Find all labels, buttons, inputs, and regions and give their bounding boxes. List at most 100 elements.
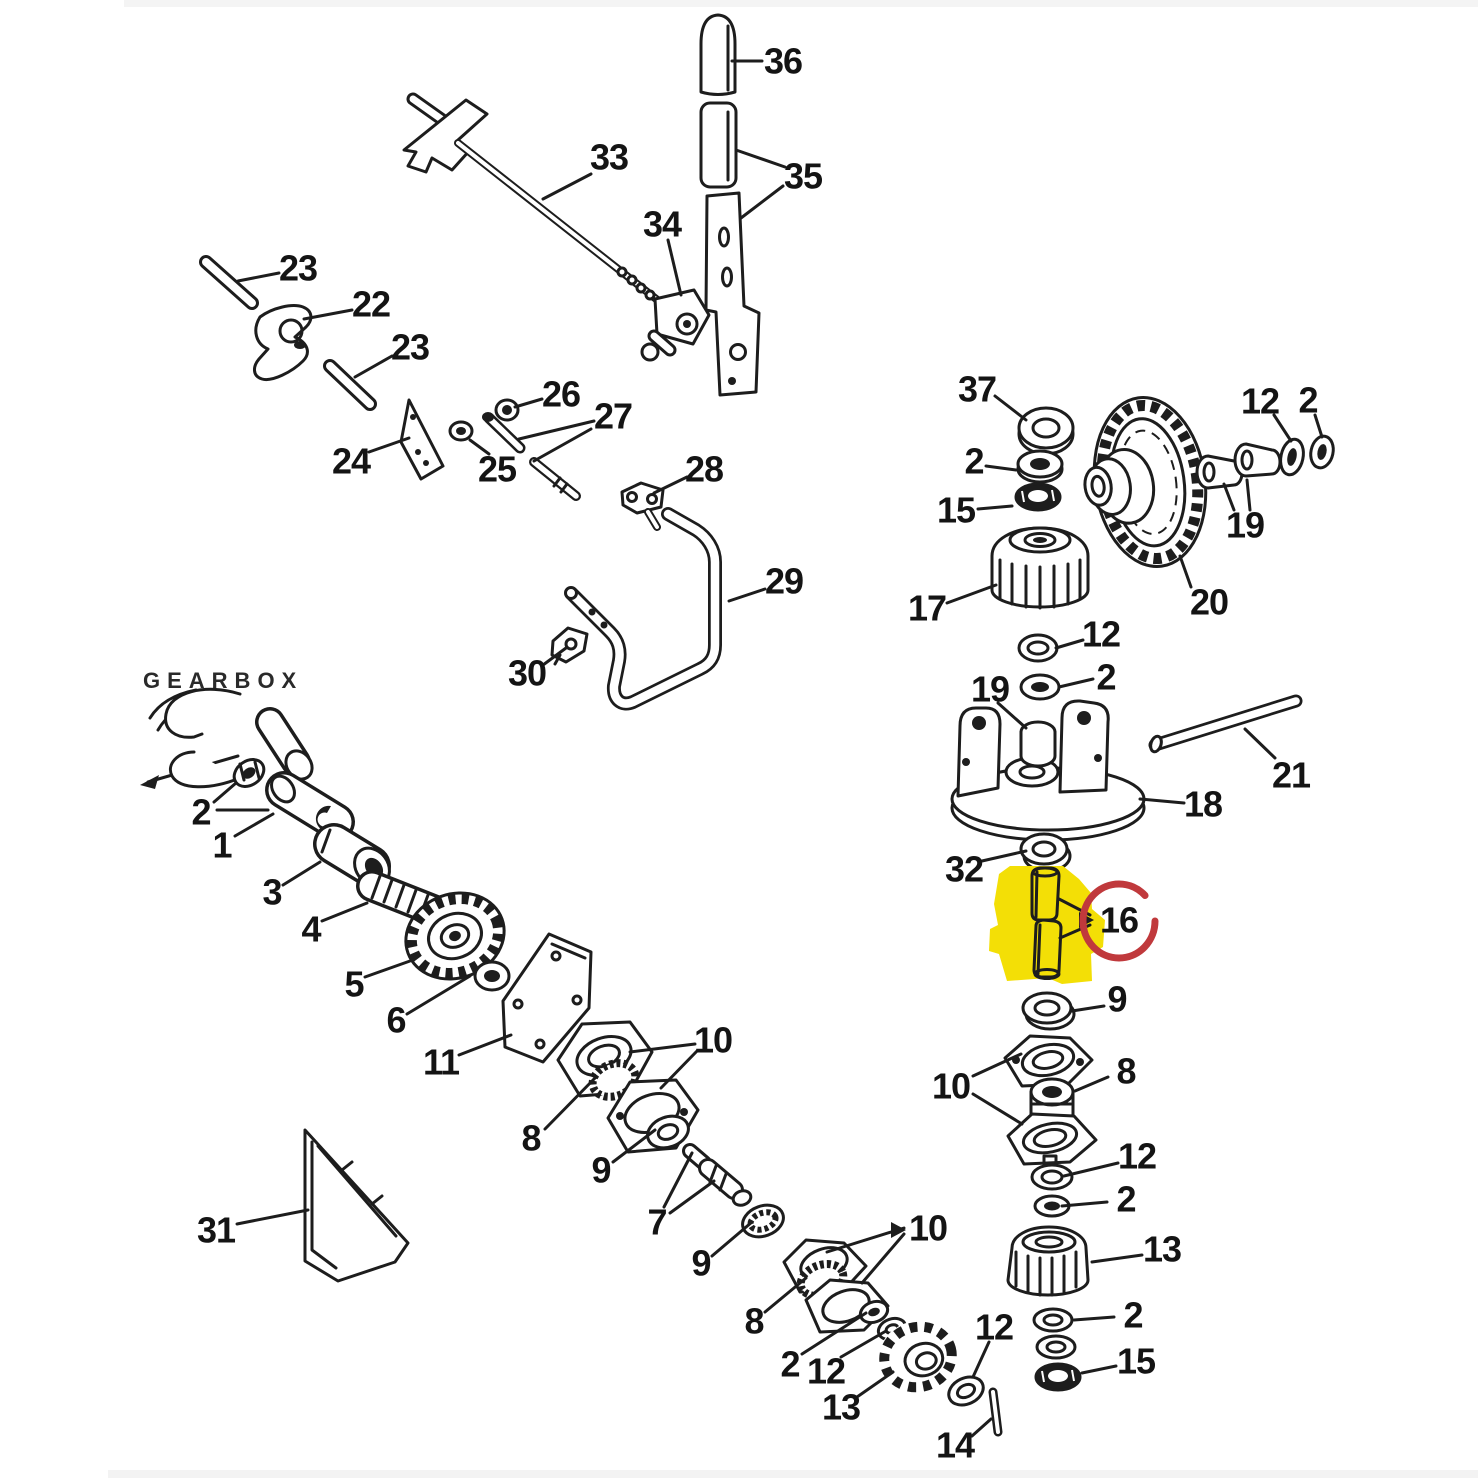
leader-line-23b-0 xyxy=(353,354,394,379)
part-19a-bushings xyxy=(1195,442,1282,490)
part-label-7: 7 xyxy=(647,1202,666,1243)
part-label-19a: 19 xyxy=(1226,505,1264,546)
part-label-3: 3 xyxy=(262,872,281,913)
part-9c-ring xyxy=(1021,991,1076,1031)
leader-line-11-0 xyxy=(457,1033,513,1057)
part-30-clamp-half xyxy=(550,626,589,666)
part-9b-ring xyxy=(741,1203,785,1239)
part-label-37: 37 xyxy=(958,369,996,410)
part-15a-bearing-race xyxy=(1014,482,1062,512)
leader-line-23a-0 xyxy=(236,271,281,283)
part-label-12a: 12 xyxy=(1241,381,1279,422)
part-28-clamp xyxy=(620,481,665,531)
part-2d-washer xyxy=(1033,1194,1071,1218)
part-31-gusset-plate xyxy=(303,1128,410,1283)
part-19b-bushing xyxy=(1019,720,1057,768)
part-2a-washer xyxy=(1016,449,1064,484)
part-label-21: 21 xyxy=(1272,755,1311,796)
leader-line-32-0 xyxy=(980,849,1028,863)
part-25-washer xyxy=(448,420,474,442)
part-26-nut xyxy=(494,398,520,422)
leader-line-12a-0 xyxy=(1272,413,1293,443)
part-label-1: 1 xyxy=(212,825,232,866)
part-12e-oring xyxy=(947,1375,985,1407)
part-1-coupling-cylinder xyxy=(265,771,355,841)
leader-line-18-0 xyxy=(1138,797,1186,805)
part-label-24: 24 xyxy=(332,441,371,482)
part-label-2a: 2 xyxy=(964,441,983,482)
part-36-grip xyxy=(699,13,737,96)
part-16-highlighted-pin xyxy=(989,866,1105,984)
leader-line-26-0 xyxy=(513,397,544,409)
leader-line-21-0 xyxy=(1243,727,1277,760)
leader-line-19b-0 xyxy=(996,701,1028,730)
part-label-30: 30 xyxy=(508,653,546,694)
leader-line-19a-0 xyxy=(1222,482,1236,512)
part-label-11: 11 xyxy=(423,1042,460,1083)
leader-line-9a-0 xyxy=(611,1128,657,1164)
part-label-2b: 2 xyxy=(1298,380,1317,421)
part-label-22: 22 xyxy=(352,284,390,325)
leader-line-37-0 xyxy=(993,394,1028,422)
part-2b-washer xyxy=(1309,434,1335,470)
part-2e-washer xyxy=(1032,1307,1074,1333)
part-24-bracket-plate xyxy=(399,398,445,481)
part-label-12f: 12 xyxy=(807,1351,845,1392)
leader-line-12b-0 xyxy=(1054,638,1085,650)
leader-line-8b-0 xyxy=(763,1276,808,1314)
leader-line-35-0 xyxy=(734,148,787,169)
part-label-12b: 12 xyxy=(1082,614,1120,655)
part-label-27: 27 xyxy=(594,396,632,437)
leader-line-6-0 xyxy=(405,974,472,1016)
leader-line-27-0 xyxy=(517,419,596,441)
part-label-36: 36 xyxy=(764,41,802,82)
part-14-roll-pin xyxy=(988,1387,1003,1437)
part-35-tube xyxy=(699,101,738,189)
leader-line-30-0 xyxy=(541,646,568,667)
part-label-8b: 8 xyxy=(744,1301,763,1342)
part-label-12e: 12 xyxy=(975,1307,1013,1348)
leader-line-15b-0 xyxy=(1080,1364,1118,1375)
part-22-shackle xyxy=(253,304,313,382)
part-label-31: 31 xyxy=(197,1210,236,1251)
part-label-35: 35 xyxy=(784,156,823,197)
leader-line-2a-0 xyxy=(984,464,1018,472)
part-32-bearing xyxy=(1019,832,1072,873)
part-label-19b: 19 xyxy=(971,669,1009,710)
part-label-23b: 23 xyxy=(391,327,429,368)
leader-line-15a-0 xyxy=(976,504,1014,511)
part-13a-bevel-gear xyxy=(1006,1225,1090,1297)
leader-line-13a-0 xyxy=(1090,1253,1144,1264)
part-2-bearing-input xyxy=(232,758,266,788)
part-label-28: 28 xyxy=(685,449,723,490)
leader-line-2b-0 xyxy=(1313,413,1324,439)
part-label-9c: 9 xyxy=(1107,979,1126,1020)
leader-line-25-0 xyxy=(468,438,491,456)
part-label-9b: 9 xyxy=(691,1243,710,1284)
part-11-mount-plate xyxy=(501,932,593,1064)
part-label-9a: 9 xyxy=(591,1150,610,1191)
part-8a-flange-bearing xyxy=(556,1020,654,1101)
scan-edge-top xyxy=(124,0,1478,7)
part-label-13a: 13 xyxy=(1143,1229,1181,1270)
part-label-14: 14 xyxy=(936,1425,975,1466)
scan-edge-bottom xyxy=(108,1470,1478,1478)
part-label-2e: 2 xyxy=(1123,1295,1142,1336)
part-21-cross-pin xyxy=(1148,694,1303,754)
leader-line-12f-0 xyxy=(839,1329,888,1359)
leader-line-8c-0 xyxy=(1073,1075,1110,1093)
part-18-yoke-flange xyxy=(950,699,1146,842)
part-label-15b: 15 xyxy=(1117,1341,1156,1382)
part-12d-oring xyxy=(1030,1163,1074,1191)
part-20-crown-gear xyxy=(1083,395,1208,569)
leader-line-9b-0 xyxy=(710,1220,754,1258)
leader-line-12e-0 xyxy=(971,1340,991,1379)
highlight-region-16 xyxy=(989,866,1105,984)
leader-line-10a-0 xyxy=(628,1042,697,1054)
leader-line-8a-0 xyxy=(543,1075,598,1131)
part-label-2f: 2 xyxy=(780,1344,799,1385)
leader-arrowhead-10b xyxy=(891,1222,906,1238)
